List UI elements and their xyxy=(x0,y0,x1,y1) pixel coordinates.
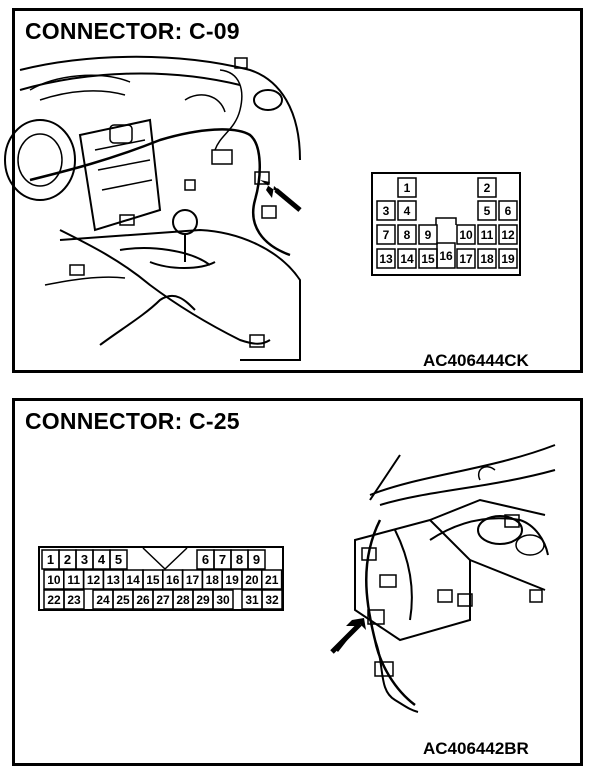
pin-cell xyxy=(477,200,497,221)
arrow-icon xyxy=(260,180,302,212)
pin-label: 2 xyxy=(484,181,491,195)
pin-label: 8 xyxy=(404,228,411,242)
figure-code: AC406442BR xyxy=(423,739,529,758)
pin-label: 4 xyxy=(98,552,106,567)
pin-label: 9 xyxy=(425,228,432,242)
pin-label: 1 xyxy=(47,552,54,567)
pin-label: 14 xyxy=(400,252,414,266)
connector-face-c25 xyxy=(38,546,284,611)
pin-label: 9 xyxy=(253,552,260,567)
pin-label: 25 xyxy=(116,593,130,607)
pin-label: 21 xyxy=(265,573,279,587)
pin-label: 7 xyxy=(219,552,226,567)
pin-label: 2 xyxy=(64,552,71,567)
pin-label: 17 xyxy=(186,573,200,587)
pin-label: 19 xyxy=(501,252,515,266)
pin-cell xyxy=(397,200,417,221)
pin-label: 10 xyxy=(47,573,61,587)
pin-label: 13 xyxy=(107,573,121,587)
pin-cell xyxy=(498,200,518,221)
dashboard-illustration-c09 xyxy=(4,55,301,361)
pin-cell xyxy=(498,224,518,245)
connector-panel-c09: CONNECTOR: C-09 AC406444CK xyxy=(12,8,583,373)
figure-code: AC406444CK xyxy=(423,351,529,370)
pin-label: 32 xyxy=(265,593,279,607)
pin-cell xyxy=(436,242,456,269)
pin-cell xyxy=(397,224,417,245)
pin-label: 6 xyxy=(202,552,209,567)
pin-cell xyxy=(212,589,234,610)
pin-cell xyxy=(376,248,396,269)
pin-cell xyxy=(477,224,497,245)
pin-cell xyxy=(418,224,438,245)
pin-label: 30 xyxy=(216,593,230,607)
pin-cell xyxy=(247,549,266,570)
pin-label: 19 xyxy=(225,573,239,587)
pin-label: 14 xyxy=(126,573,140,587)
pin-label: 7 xyxy=(383,228,390,242)
pin-label: 17 xyxy=(459,252,473,266)
pin-cell xyxy=(261,569,283,590)
pin-label: 23 xyxy=(67,593,81,607)
pin-cell xyxy=(498,248,518,269)
panel-title: CONNECTOR: C-09 xyxy=(25,18,240,44)
pin-label: 31 xyxy=(245,593,259,607)
pin-cell xyxy=(397,248,417,269)
panel-title: CONNECTOR: C-25 xyxy=(25,408,240,434)
pin-label: 12 xyxy=(87,573,101,587)
pin-label: 15 xyxy=(421,252,435,266)
pin-label: 26 xyxy=(136,593,150,607)
pin-cell xyxy=(456,248,476,269)
pin-label: 11 xyxy=(67,573,80,587)
pin-label: 5 xyxy=(484,204,491,218)
pin-cell xyxy=(261,589,283,610)
pin-label: 8 xyxy=(236,552,243,567)
arrow-icon xyxy=(330,618,366,654)
pin-label: 15 xyxy=(146,573,160,587)
pin-cell xyxy=(456,224,476,245)
pin-cell xyxy=(109,549,128,570)
connector-face-c09 xyxy=(371,172,521,276)
pin-cell xyxy=(376,200,396,221)
pin-label: 24 xyxy=(96,593,110,607)
dashboard-illustration-c25 xyxy=(354,444,556,713)
pin-cell xyxy=(63,589,85,610)
pin-label: 13 xyxy=(379,252,393,266)
pin-label: 3 xyxy=(383,204,390,218)
pin-cell xyxy=(376,224,396,245)
pin-label: 28 xyxy=(176,593,190,607)
pin-label: 20 xyxy=(245,573,259,587)
pin-label: 1 xyxy=(404,181,411,195)
connector-panel-c25: CONNECTOR: C-25 AC406442BR xyxy=(12,398,583,766)
pin-label: 11 xyxy=(481,228,494,242)
pin-label: 29 xyxy=(196,593,210,607)
pin-label: 6 xyxy=(505,204,512,218)
pin-label: 16 xyxy=(166,573,180,587)
pin-label: 27 xyxy=(156,593,170,607)
pin-label: 18 xyxy=(206,573,220,587)
pin-label: 16 xyxy=(439,249,453,263)
pin-label: 22 xyxy=(47,593,61,607)
pin-label: 3 xyxy=(81,552,88,567)
pin-label: 18 xyxy=(480,252,494,266)
pin-label: 12 xyxy=(501,228,515,242)
pin-cell xyxy=(477,177,497,198)
pin-label: 5 xyxy=(115,552,122,567)
pin-cell xyxy=(477,248,497,269)
pin-cell xyxy=(397,177,417,198)
pin-label: 4 xyxy=(404,204,411,218)
pin-label: 10 xyxy=(459,228,473,242)
